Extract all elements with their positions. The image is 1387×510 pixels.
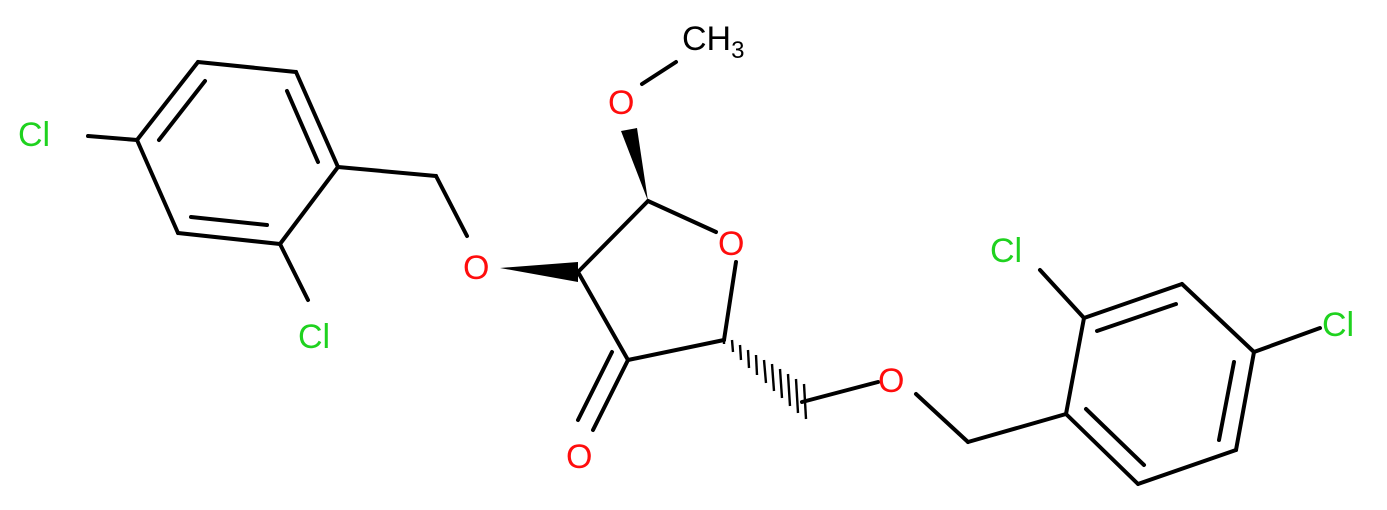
- bond-ch2: [336, 165, 438, 178]
- methoxy-oxygen-label: O: [608, 84, 634, 122]
- bond-to-cl: [278, 242, 310, 302]
- bond-carbonyl: [576, 350, 614, 422]
- bond-ring: [626, 338, 726, 362]
- bond-ring-o: [722, 260, 738, 342]
- bond-double-inner: [1095, 302, 1178, 333]
- atom-label-o: O: [878, 362, 904, 400]
- oxygen-label: O: [878, 362, 904, 400]
- stereo-wedge-bond: [500, 262, 578, 282]
- chlorine-label: Cl: [990, 232, 1022, 270]
- atom-label-o: O: [718, 225, 744, 263]
- left-benzene-ring: [135, 60, 340, 246]
- bond-to-cl: [86, 134, 139, 142]
- bond-ring: [576, 199, 650, 274]
- bond-ch2-o: [434, 174, 469, 238]
- bond: [294, 70, 340, 169]
- bond-methoxy: [640, 60, 678, 86]
- bond: [1064, 412, 1140, 486]
- bond-ring-o: [646, 199, 718, 234]
- atom-label-ch3: CH3: [682, 20, 744, 64]
- methyl-label: CH3: [682, 20, 744, 64]
- atom-label-o: O: [608, 84, 634, 122]
- bond: [135, 138, 180, 235]
- bond-double-inner: [157, 79, 207, 142]
- bond-carbonyl: [591, 358, 630, 432]
- bond: [1064, 316, 1086, 416]
- bond: [196, 60, 298, 74]
- bond: [1234, 350, 1256, 452]
- bond: [278, 165, 340, 246]
- atom-label-o: O: [566, 438, 592, 476]
- bond-double-inner: [285, 89, 320, 164]
- atom-label-o: O: [463, 249, 489, 287]
- ketone-oxygen-label: O: [566, 438, 592, 476]
- chlorine-label: Cl: [1322, 306, 1354, 344]
- chlorine-label: Cl: [18, 116, 50, 154]
- atom-label-cl: Cl: [990, 232, 1022, 270]
- chlorine-label: Cl: [298, 318, 330, 356]
- stereo-wedge-bond: [621, 128, 648, 201]
- bond: [1180, 282, 1256, 354]
- bond: [1082, 282, 1184, 320]
- bond-to-cl: [1038, 268, 1086, 320]
- ring-oxygen-label: O: [718, 225, 744, 263]
- bond: [176, 231, 282, 246]
- bond-to-cl: [1252, 326, 1322, 354]
- bond-o-ch2: [914, 392, 970, 444]
- bond-ring: [576, 270, 630, 362]
- bond: [135, 60, 200, 142]
- atom-label-cl: Cl: [298, 318, 330, 356]
- oxygen-label: O: [463, 249, 489, 287]
- atom-label-cl: Cl: [18, 116, 50, 154]
- bond-double-inner: [189, 215, 269, 227]
- bond-ch2: [966, 412, 1068, 444]
- bond-double-inner: [1217, 360, 1236, 442]
- atom-label-cl: Cl: [1322, 306, 1354, 344]
- bond-double-inner: [1084, 407, 1146, 467]
- bond: [1136, 448, 1238, 486]
- right-benzene-ring: [1064, 282, 1256, 486]
- stereo-hash-bond: [722, 336, 808, 420]
- bond-ch2-o: [800, 380, 880, 404]
